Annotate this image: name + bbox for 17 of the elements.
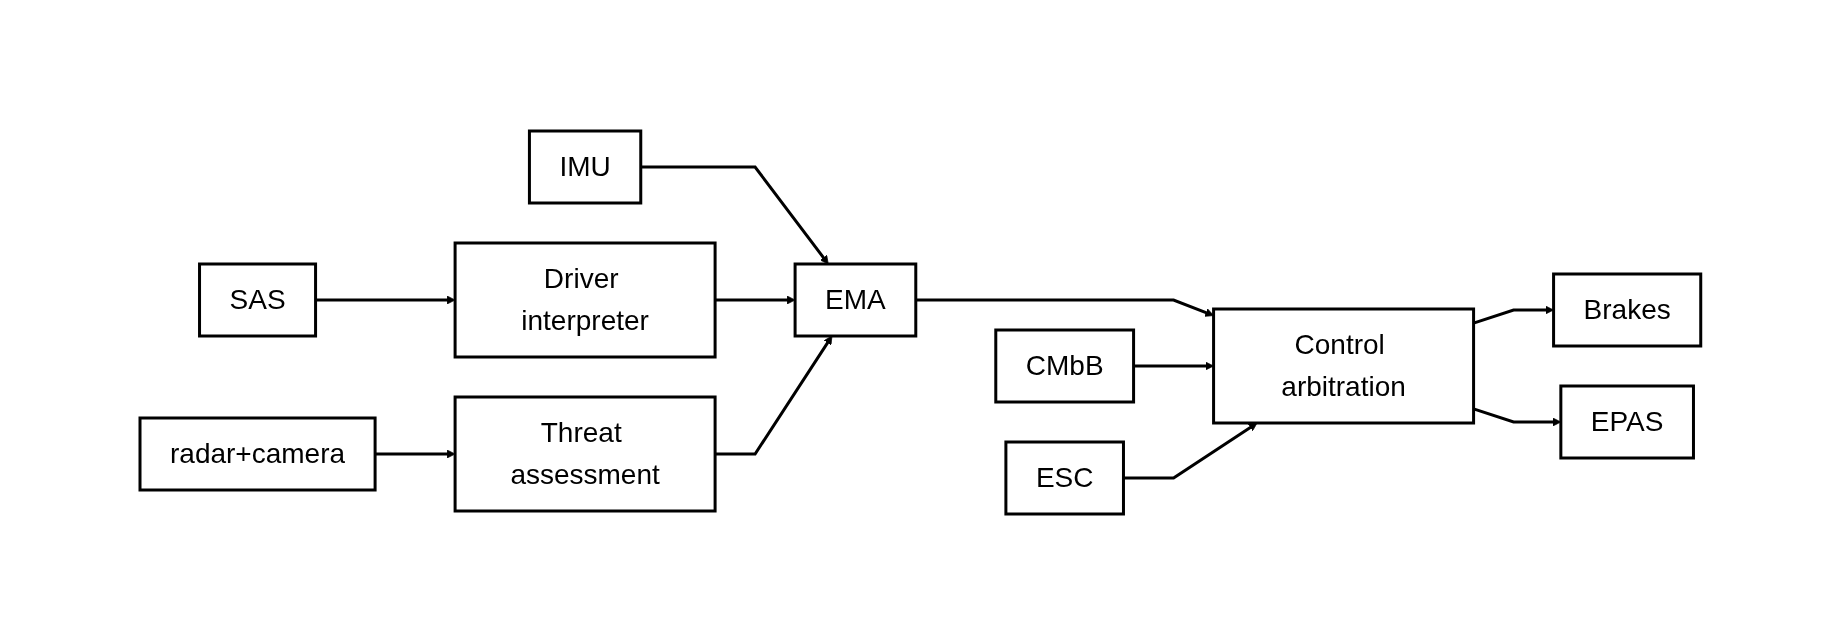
arrow xyxy=(1123,422,1258,479)
node-box: EMA xyxy=(793,262,918,337)
arrow xyxy=(715,335,833,455)
node-box: ESC xyxy=(1004,440,1126,515)
arrow xyxy=(375,449,456,458)
node-box: Control arbitration xyxy=(1212,307,1476,424)
node-box: radar+camera xyxy=(138,416,377,491)
node-box: Threat assessment xyxy=(453,395,717,512)
arrow xyxy=(315,295,456,304)
arrow xyxy=(640,165,829,264)
node-box: IMU xyxy=(528,129,643,204)
node-box: SAS xyxy=(198,262,318,337)
arrow xyxy=(715,295,796,304)
node-box: Driver interpreter xyxy=(453,241,717,358)
node-box: Brakes xyxy=(1552,272,1703,347)
node-box: CMbB xyxy=(994,328,1136,403)
node-box: EPAS xyxy=(1559,384,1696,459)
